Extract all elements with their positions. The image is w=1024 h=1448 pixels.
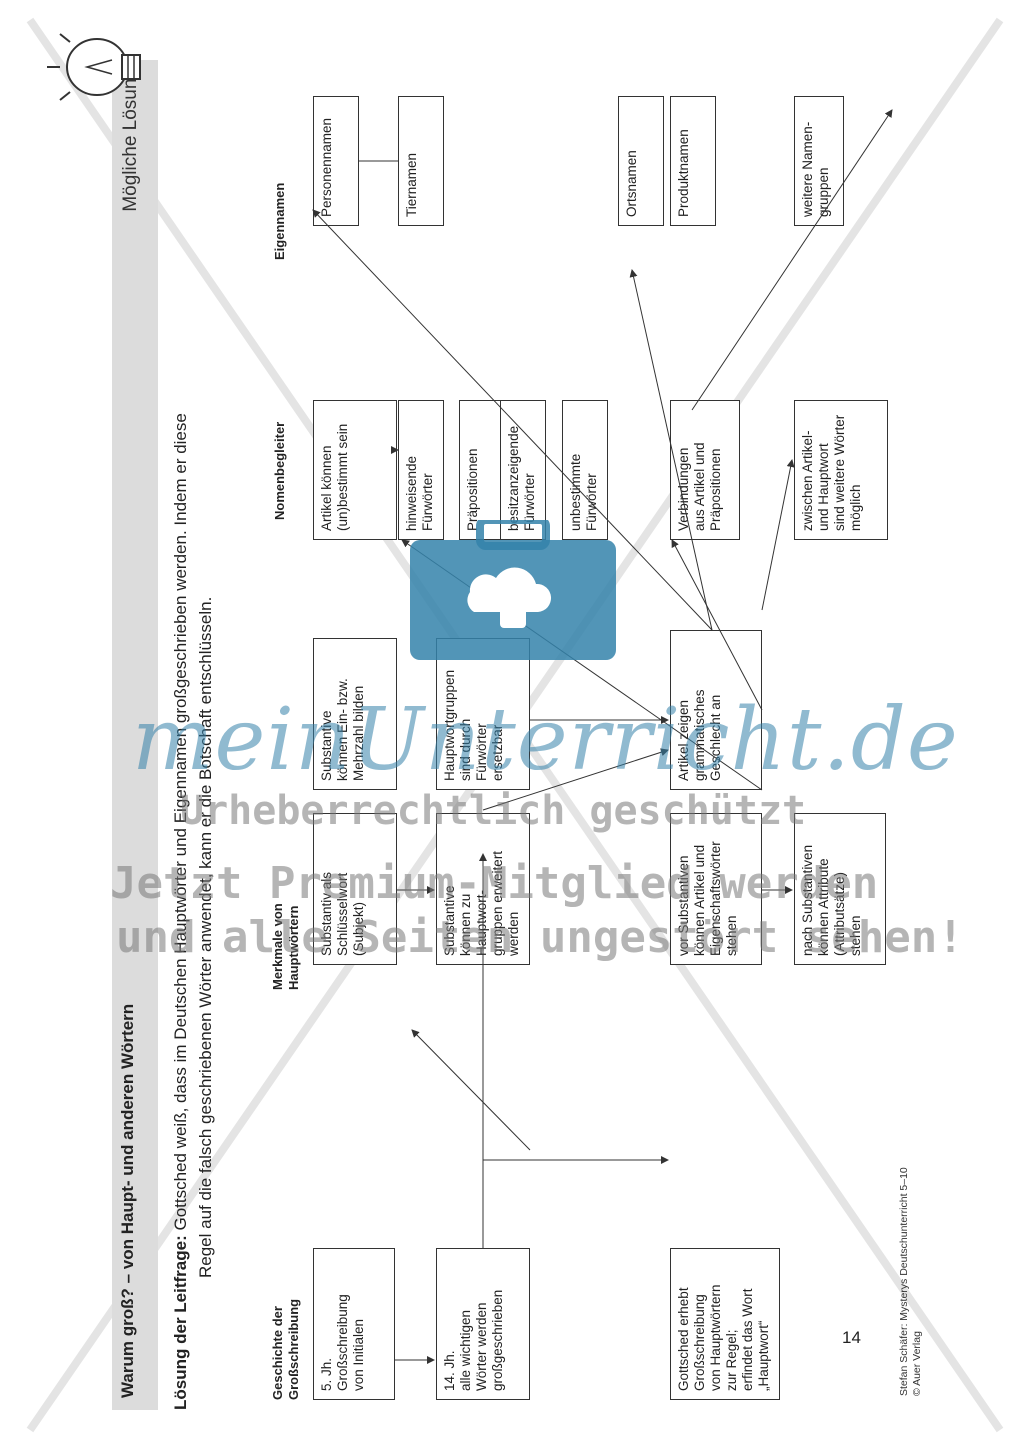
lightbulb-icon xyxy=(47,33,141,101)
rotated-content: Warum groß? – von Haupt- und anderen Wör… xyxy=(47,10,992,1410)
watermark-line-3: und alle Seiten ungestört sehen! xyxy=(116,912,964,963)
watermark-line-1: Urheberrechtlich geschützt xyxy=(180,788,807,834)
watermark-line-2: Jetzt Premium-Mitglied werden xyxy=(110,858,879,909)
connector-arrows xyxy=(312,109,893,1364)
watermark-logo: meinUnterricht.de xyxy=(132,690,959,790)
page-number: 14 xyxy=(842,1328,861,1347)
briefcase-cloud-icon xyxy=(410,520,616,660)
footer-credit: Stefan Schäfer: Mysterys Deutschunterric… xyxy=(898,1167,923,1396)
